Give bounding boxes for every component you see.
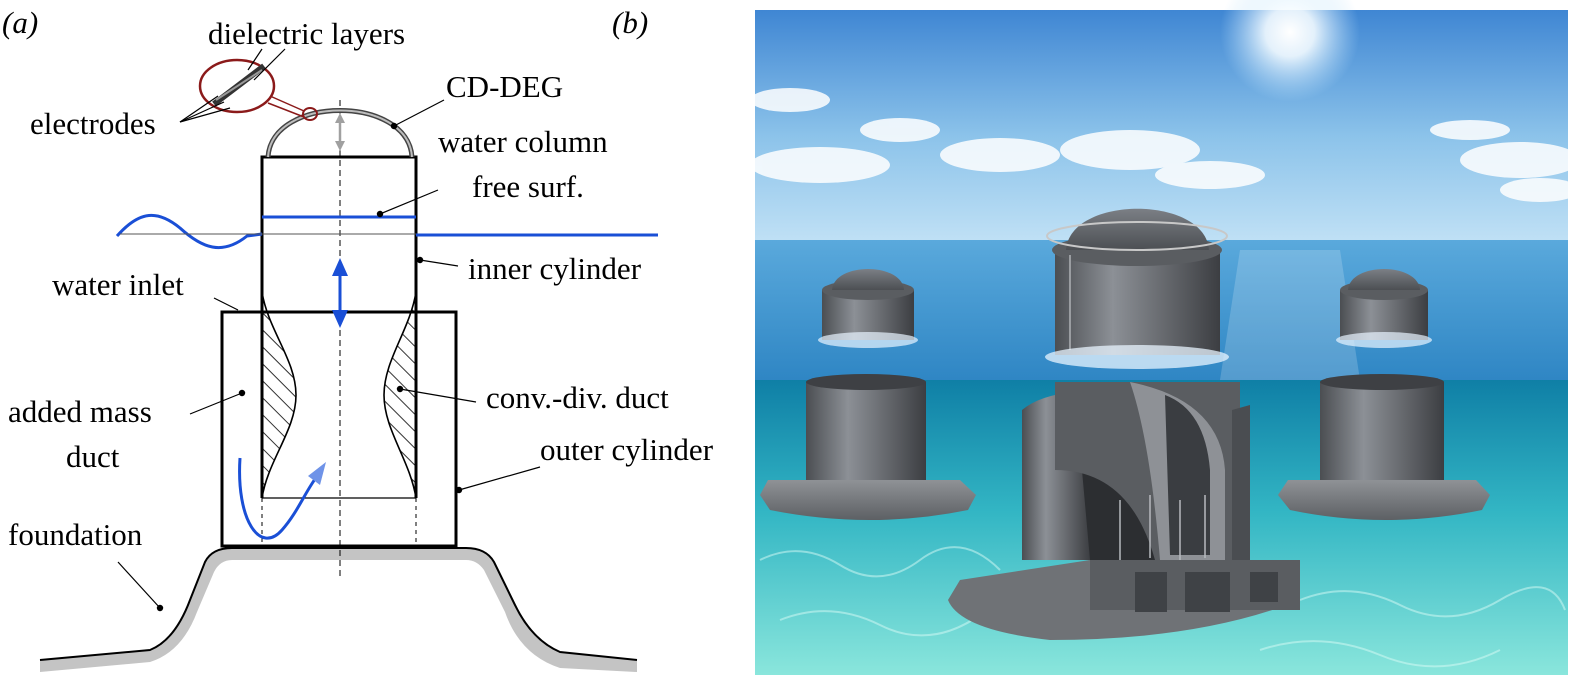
leader-water-column bbox=[379, 189, 439, 215]
dome-motion-arrowheads bbox=[335, 113, 345, 151]
leader-electrodes-1 bbox=[179, 95, 219, 123]
leader-electrodes-2 bbox=[179, 101, 225, 123]
dielectric-detail-callout bbox=[198, 58, 276, 114]
cd-deg-dome-highlight bbox=[267, 109, 413, 158]
left-tower-above bbox=[818, 269, 918, 348]
panel-b-rendering bbox=[750, 0, 1580, 675]
flow-arrow bbox=[238, 457, 320, 540]
label-added-mass: added mass bbox=[8, 394, 152, 429]
outer-cylinder bbox=[220, 310, 458, 548]
flow-arrowhead bbox=[308, 462, 326, 485]
dot-added-mass bbox=[238, 389, 246, 397]
cutaway-rods bbox=[1119, 495, 1206, 560]
label-dielectric-layers: dielectric layers bbox=[208, 16, 405, 51]
label-water-inlet: water inlet bbox=[52, 267, 184, 302]
panel-a-tag: (a) bbox=[2, 5, 38, 40]
leader-conv-div bbox=[399, 388, 477, 403]
leader-dielectric-1 bbox=[247, 48, 263, 71]
label-outer-cylinder: outer cylinder bbox=[540, 432, 714, 467]
leader-foundation bbox=[117, 561, 161, 609]
dot-outer-cylinder bbox=[455, 486, 463, 494]
dot-conv-div bbox=[396, 385, 404, 393]
leader-outer-cylinder bbox=[458, 466, 541, 491]
sun-glitter bbox=[1220, 250, 1360, 380]
label-conv-div-duct: conv.-div. duct bbox=[486, 380, 669, 415]
caustics bbox=[759, 546, 1566, 668]
foundation-line bbox=[39, 547, 638, 661]
central-tower-above bbox=[1045, 208, 1229, 369]
conv-div-duct-right bbox=[383, 291, 417, 499]
leader-added-mass bbox=[189, 392, 243, 415]
foundation-shadow bbox=[40, 548, 637, 672]
dot-foundation bbox=[156, 604, 164, 612]
layer-stack-mid bbox=[215, 69, 263, 101]
conv-div-duct-left bbox=[261, 291, 297, 499]
dot-water-column bbox=[376, 210, 384, 218]
oscillation-arrowheads bbox=[332, 258, 348, 328]
callout-connector-2 bbox=[267, 102, 305, 118]
leader-cd-deg bbox=[393, 99, 445, 127]
sun bbox=[1220, 0, 1360, 102]
label-inner-cylinder: inner cylinder bbox=[468, 251, 642, 286]
right-tower-below bbox=[1278, 374, 1490, 520]
clouds bbox=[750, 88, 1580, 202]
leader-electrodes-3 bbox=[179, 107, 231, 123]
leader-dielectric-2 bbox=[253, 48, 286, 81]
dot-inner-cylinder bbox=[416, 256, 424, 264]
leader-inner-cylinder bbox=[419, 259, 459, 267]
dielectric-detail-source bbox=[302, 107, 318, 121]
sea-wave bbox=[115, 214, 263, 250]
label-added-mass-duct: duct bbox=[66, 439, 120, 474]
panel-a-schematic: (a) bbox=[2, 5, 714, 672]
label-cd-deg: CD-DEG bbox=[446, 69, 563, 104]
central-tower-cutaway bbox=[948, 382, 1300, 640]
label-water-column: water column bbox=[438, 124, 608, 159]
leader-water-inlet bbox=[213, 297, 239, 311]
panel-b-tag: (b) bbox=[612, 5, 648, 40]
label-foundation: foundation bbox=[8, 517, 143, 552]
label-electrodes: electrodes bbox=[30, 106, 156, 141]
label-free-surf: free surf. bbox=[472, 169, 584, 204]
dot-cd-deg bbox=[390, 122, 398, 130]
left-tower-below bbox=[760, 374, 976, 520]
callout-connector-1 bbox=[269, 95, 305, 112]
right-tower-above bbox=[1336, 269, 1432, 348]
